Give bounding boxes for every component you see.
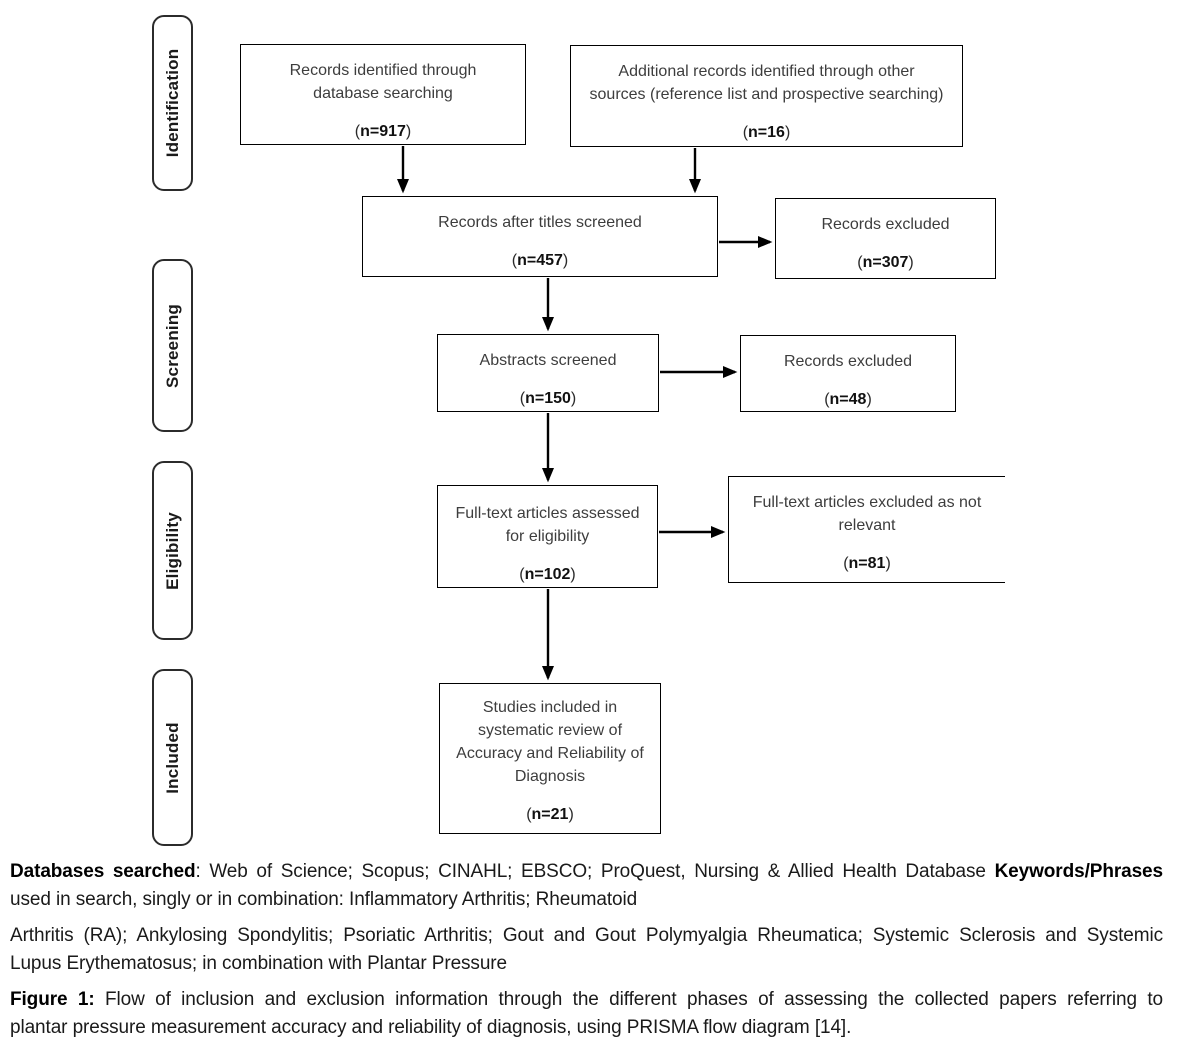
footer-line: Arthritis (RA); Ankylosing Spondylitis; … — [10, 925, 1163, 946]
box-abstracts-screened: Abstracts screened (n=150) — [437, 334, 659, 412]
box-title: Additional records identified through ot… — [589, 63, 944, 103]
paragraph-databases: Databases searched: Web of Science; Scop… — [10, 858, 1163, 914]
box-title: Records excluded — [783, 353, 913, 370]
footer-line: used in search, singly or in combination… — [10, 889, 638, 910]
box-fulltext-assessed: Full-text articles assessed for eligibil… — [437, 485, 658, 588]
box-title: Abstracts screened — [479, 352, 617, 369]
figure-caption: Figure 1: Flow of inclusion and exclusio… — [10, 986, 1163, 1038]
phase-label-text: Identification — [162, 48, 182, 158]
box-count: (n=21) — [526, 806, 574, 823]
box-records-after-titles-screened: Records after titles screened (n=457) — [362, 196, 718, 277]
box-count: (n=16) — [742, 124, 791, 141]
footer-line: plantar pressure measurement accuracy an… — [10, 1017, 852, 1038]
footer-line: Figure 1: Flow of inclusion and exclusio… — [10, 989, 1163, 1010]
phase-label-text: Eligibility — [162, 511, 182, 590]
box-count: (n=307) — [857, 254, 914, 271]
box-count: (n=81) — [843, 555, 891, 572]
box-studies-included: Studies included in systematic review of… — [439, 683, 661, 834]
phase-label-screening: Screening — [152, 259, 193, 432]
box-title: Studies included in systematic review of… — [456, 699, 644, 785]
box-count: (n=102) — [519, 566, 576, 583]
box-count: (n=917) — [354, 123, 412, 140]
box-additional-records: Additional records identified through ot… — [570, 45, 963, 147]
box-records-excluded-abstracts: Records excluded (n=48) — [740, 335, 956, 412]
box-title: Records after titles screened — [438, 214, 642, 231]
box-title: Full-text articles assessed for eligibil… — [455, 505, 640, 545]
box-title: Full-text articles excluded as not relev… — [752, 494, 982, 534]
phase-label-identification: Identification — [152, 15, 193, 191]
box-records-excluded-titles: Records excluded (n=307) — [775, 198, 996, 279]
footer-line: Lupus Erythematosus; in combination with… — [10, 953, 507, 974]
box-count: (n=48) — [824, 391, 872, 408]
footer-text-block: Databases searched: Web of Science; Scop… — [10, 858, 1163, 1038]
box-records-identified: Records identified through database sear… — [240, 44, 526, 145]
box-count: (n=457) — [511, 252, 569, 269]
box-count: (n=150) — [519, 390, 577, 407]
paragraph-keywords: Arthritis (RA); Ankylosing Spondylitis; … — [10, 922, 1163, 978]
phase-label-eligibility: Eligibility — [152, 461, 193, 640]
phase-label-included: Included — [152, 669, 193, 846]
box-title: Records excluded — [821, 216, 950, 233]
phase-label-text: Included — [162, 721, 182, 794]
box-title: Records identified through database sear… — [289, 62, 477, 102]
footer-line: Databases searched: Web of Science; Scop… — [10, 861, 1163, 882]
box-fulltext-excluded: Full-text articles excluded as not relev… — [728, 476, 1005, 583]
phase-label-text: Screening — [162, 303, 182, 388]
